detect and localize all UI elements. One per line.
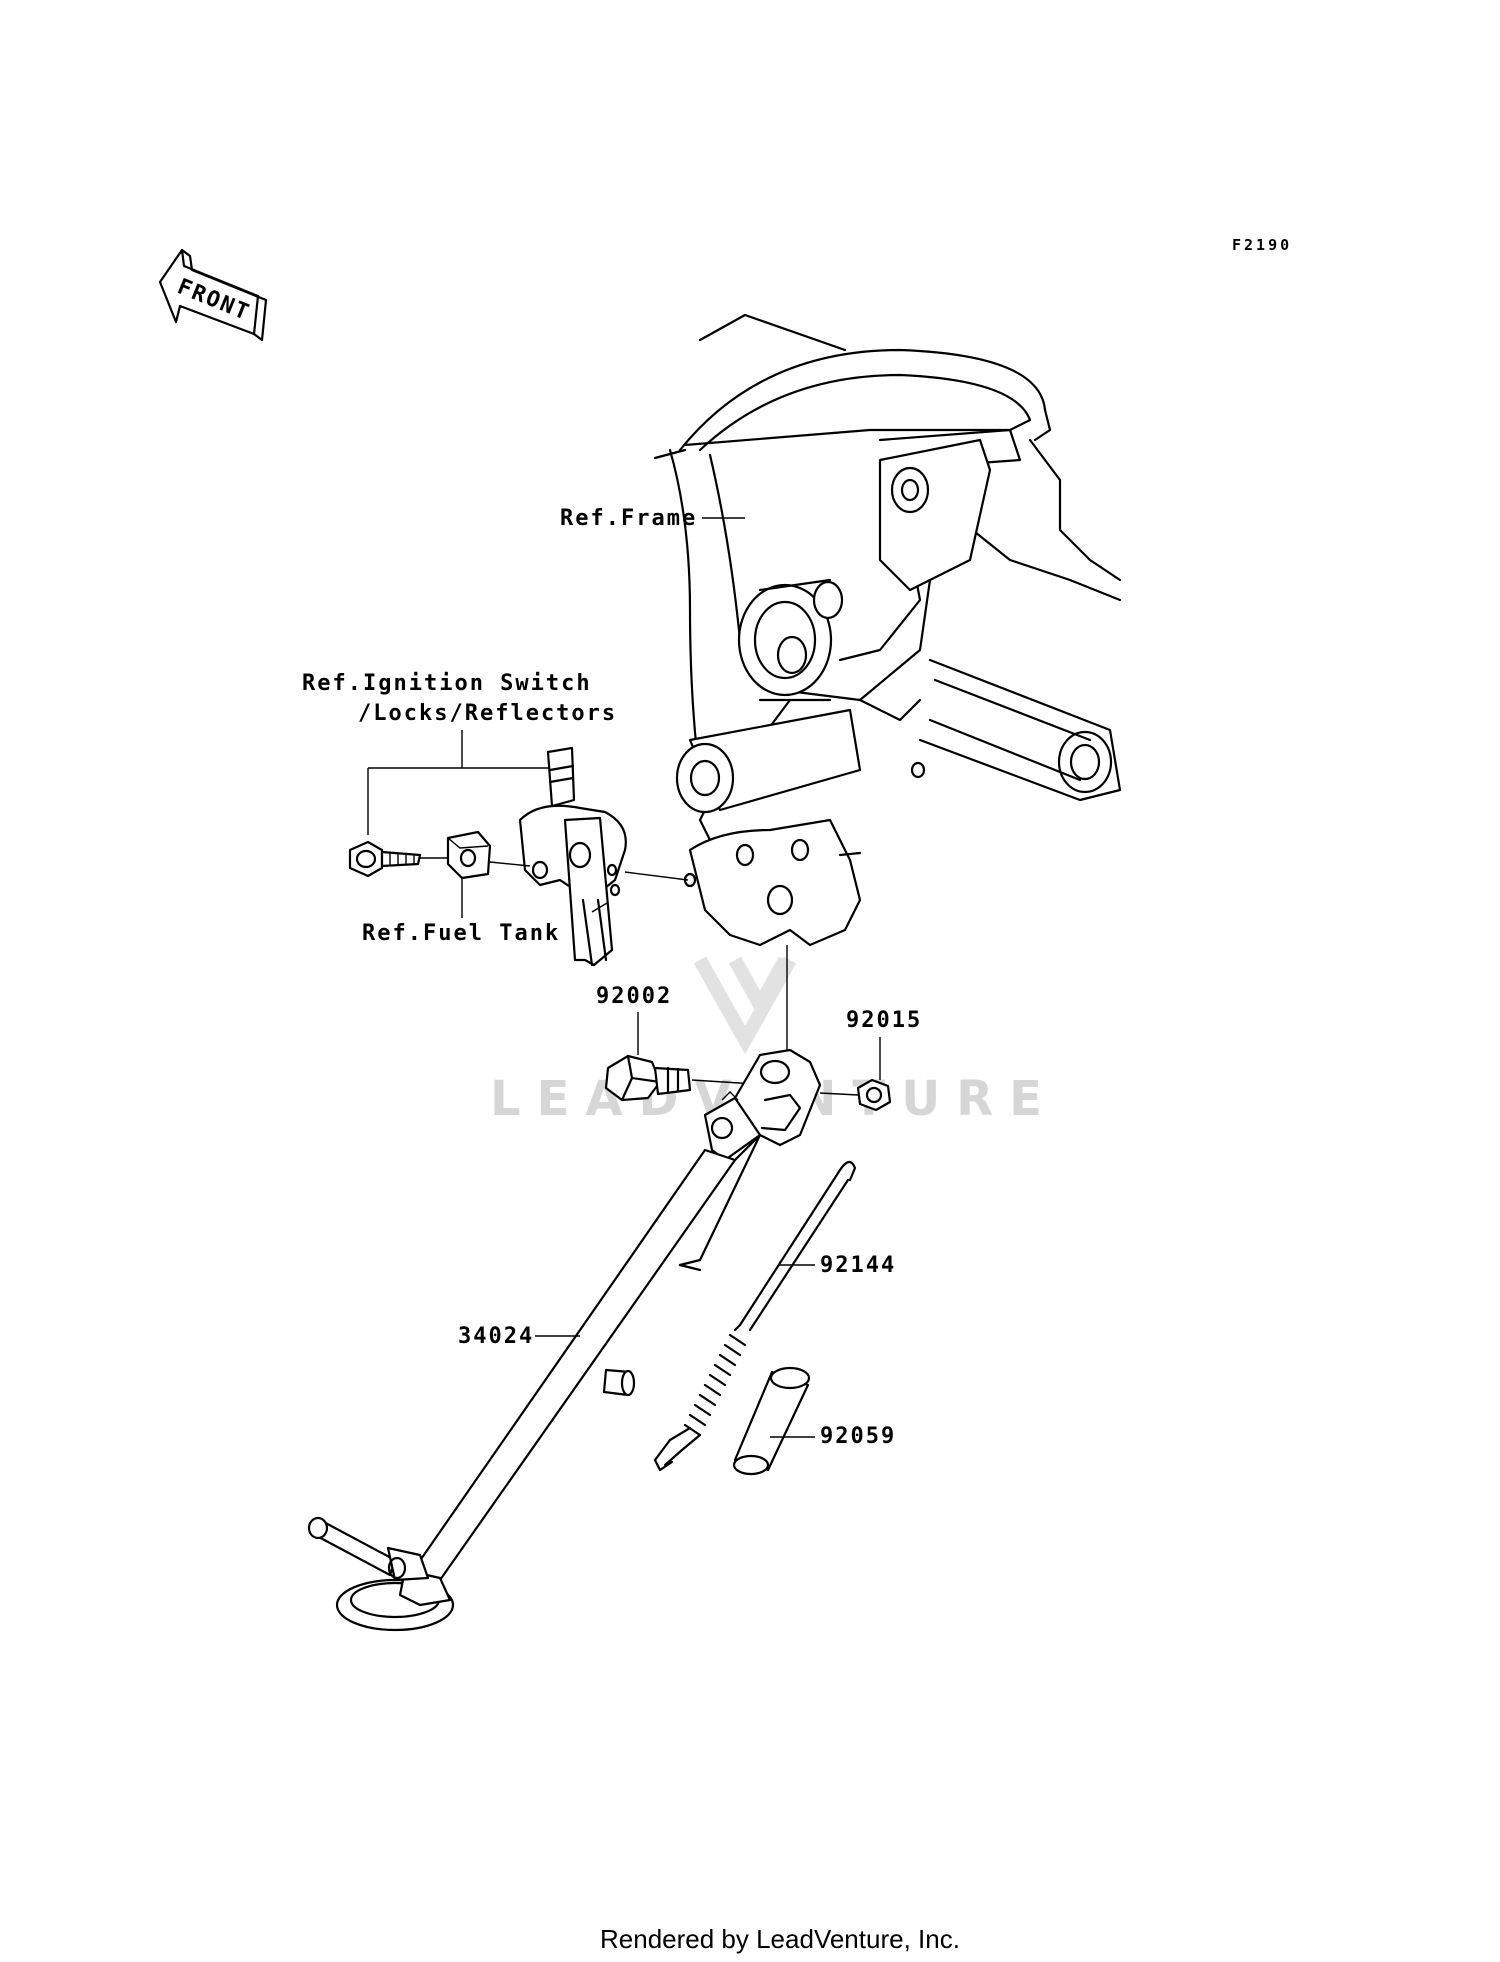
alignment-line-3 [624,871,689,881]
part-92015: 92015 [819,1008,922,1112]
label-92015: 92015 [846,1008,922,1033]
callout-92059: 92059 [770,1424,896,1449]
label-92002: 92002 [596,984,672,1009]
frame-part [653,313,1122,947]
label-92144: 92144 [820,1253,896,1278]
front-arrow-icon: FRONT [158,248,268,342]
callout-ref-frame: Ref.Frame [560,506,745,531]
label-34024: 34024 [458,1324,534,1349]
callout-ref-fuel-tank: Ref.Fuel Tank [362,878,560,946]
diagram-code: F2190 [1232,236,1292,254]
label-ref-ignition-1: Ref.Ignition Switch [302,671,592,696]
part-92002: 92002 [596,984,756,1102]
callout-34024: 34024 [458,1324,580,1349]
label-ref-ignition-2: /Locks/Reflectors [358,701,617,726]
label-92059: 92059 [820,1424,896,1449]
fuel-tank-clip-part [446,830,492,880]
part-92144 [653,1160,857,1472]
ignition-switch-part [518,746,627,967]
label-ref-frame: Ref.Frame [560,506,697,531]
part-92059 [732,1366,811,1476]
callout-ref-ignition: Ref.Ignition Switch /Locks/Reflectors [302,671,617,835]
alignment-line-2 [489,861,531,867]
footer-credit: Rendered by LeadVenture, Inc. [600,1924,960,1954]
ignition-bolt-part [348,840,422,878]
label-ref-fuel-tank: Ref.Fuel Tank [362,921,560,946]
callout-92144: 92144 [778,1253,896,1278]
part-34024 [307,1048,822,1632]
